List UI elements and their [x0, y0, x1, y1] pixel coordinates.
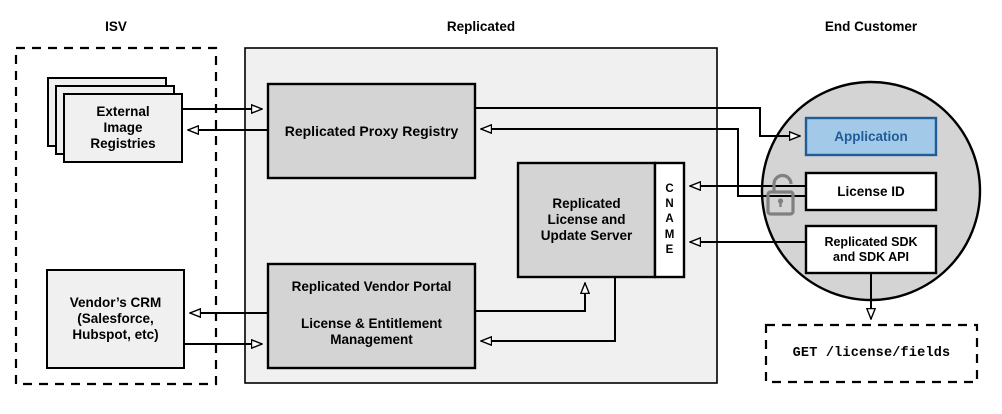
connector-proxy-to-application — [475, 107, 800, 136]
isv-zone-boundary — [14, 46, 218, 386]
license-update-server-box[interactable] — [516, 161, 657, 279]
application-box[interactable] — [804, 116, 938, 157]
zone-title-isv: ISV — [105, 19, 127, 34]
cname-letter-n: N — [665, 198, 674, 211]
vendor-portal-box[interactable] — [266, 262, 477, 370]
connector-license-server-to-vendor-portal — [481, 277, 616, 341]
cname-letter-m: M — [664, 228, 675, 241]
cname-letter-a: A — [665, 213, 674, 226]
unlock-icon — [766, 173, 795, 216]
cname-letter-c: C — [665, 183, 674, 196]
api-request-boundary — [764, 323, 979, 384]
external-image-registries-box[interactable] — [63, 93, 183, 163]
connector-application-to-proxy — [481, 129, 806, 197]
zone-title-end-customer: End Customer — [824, 19, 918, 34]
connector-vendor-portal-to-license-server — [475, 283, 585, 312]
replicated-sdk-box[interactable] — [804, 224, 938, 275]
vendors-crm-box[interactable] — [46, 269, 185, 369]
cname-letter-e: E — [665, 243, 674, 256]
cname-box[interactable] — [653, 161, 686, 279]
cname-label: C N A M E — [655, 163, 684, 277]
zone-title-replicated: Replicated — [446, 19, 516, 34]
proxy-registry-box[interactable] — [266, 82, 477, 180]
license-id-box[interactable] — [804, 171, 938, 212]
